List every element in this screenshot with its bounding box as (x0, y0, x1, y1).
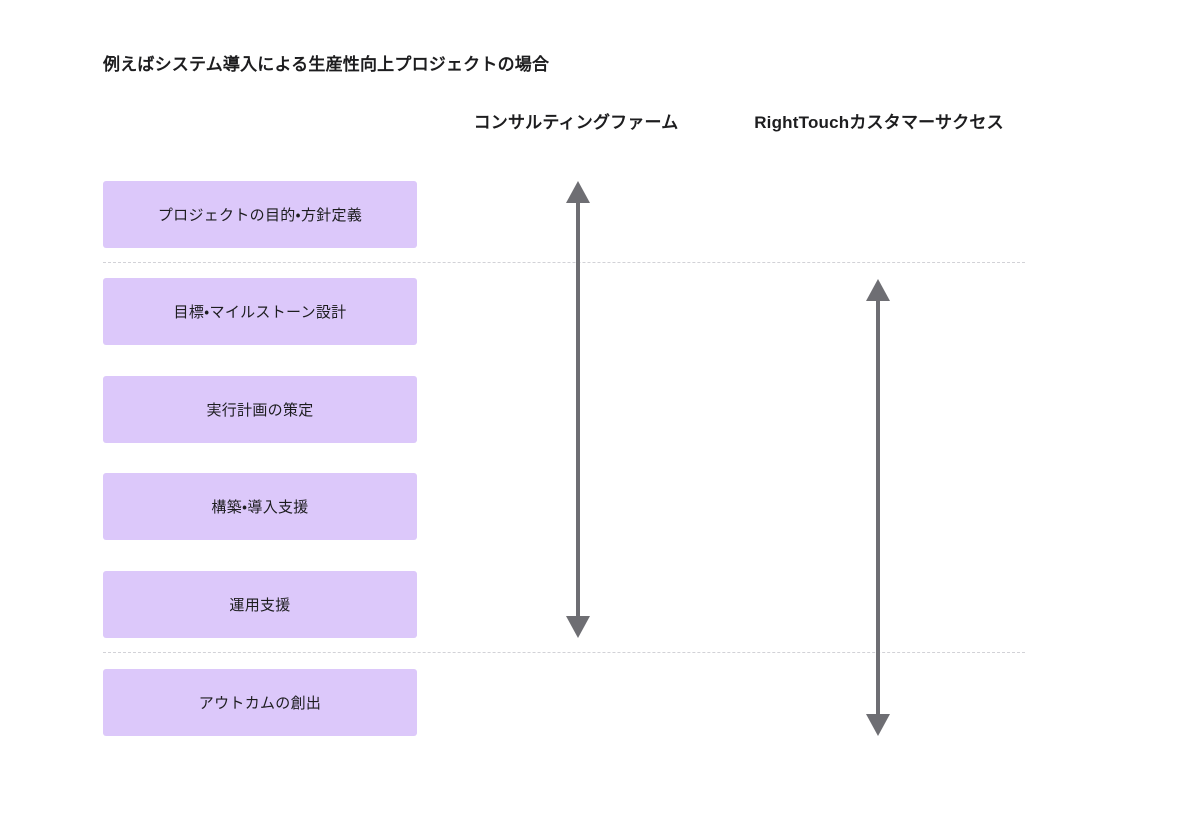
stage-label: アウトカムの創出 (198, 695, 322, 712)
stage-box: 構築・導入支援 (103, 473, 417, 540)
stage-label: 実行計画の策定 (206, 402, 314, 419)
stage-label: 目標・マイルストーン設計 (173, 304, 347, 321)
righttouch-scope-arrow-icon (865, 279, 891, 736)
stage-box: 運用支援 (103, 571, 417, 638)
page-title: 例えばシステム導入による生産性向上プロジェクトの場合 (103, 55, 550, 74)
consulting-firm-scope-arrow-icon (565, 181, 591, 638)
divider-before-outcome (103, 652, 1025, 653)
column-header-consulting-firm: コンサルティングファーム (473, 113, 679, 132)
stage-label: プロジェクトの目的・方針定義 (157, 207, 363, 224)
stage-label: 構築・導入支援 (211, 499, 309, 516)
stage-box: 目標・マイルストーン設計 (103, 278, 417, 345)
stage-box: アウトカムの創出 (103, 669, 417, 736)
stage-box: 実行計画の策定 (103, 376, 417, 443)
stage-label: 運用支援 (229, 597, 291, 614)
divider-after-purpose-definition (103, 262, 1025, 263)
stage-box: プロジェクトの目的・方針定義 (103, 181, 417, 248)
column-header-righttouch-customer-success: RightTouchカスタマーサクセス (754, 113, 1004, 132)
